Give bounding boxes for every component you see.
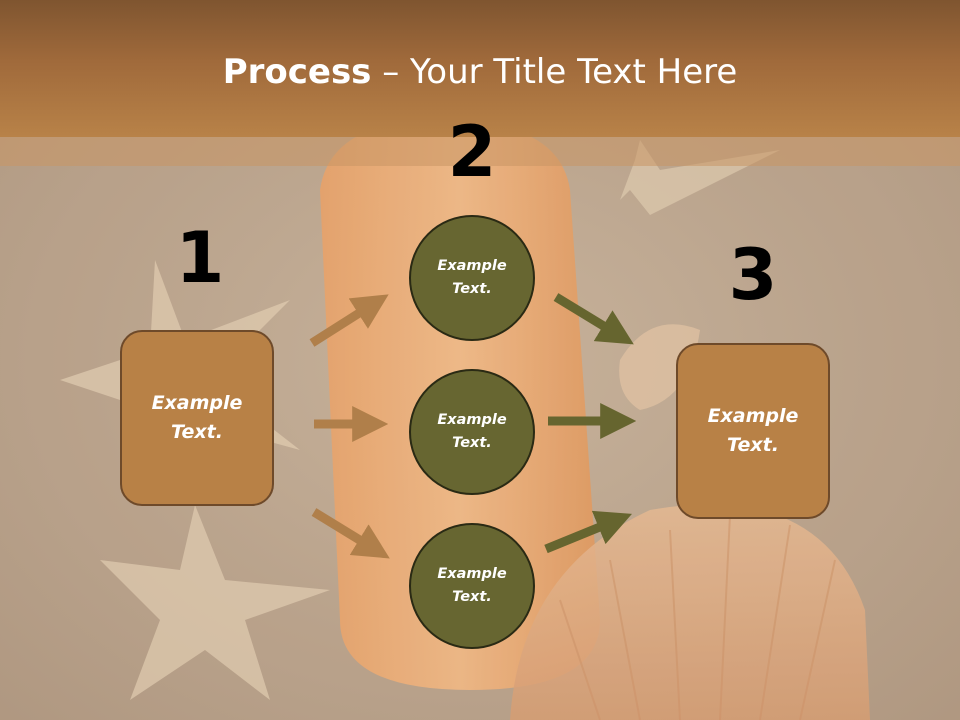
arrow-top-to-right — [553, 293, 634, 345]
left-process-box: Example Text. — [120, 330, 274, 506]
title-bold-part: Process — [222, 52, 372, 92]
circle-middle: Example Text. — [409, 369, 535, 495]
circle-bottom: Example Text. — [409, 523, 535, 649]
left-box-text: Example Text. — [151, 392, 243, 443]
circle-top-text: Example Text. — [437, 258, 507, 297]
arrow-bottom-to-right — [544, 510, 632, 554]
title-bar — [0, 0, 960, 137]
step-number-2: 2 — [447, 111, 497, 193]
arrow-left-to-bottom — [311, 508, 390, 559]
right-process-box: Example Text. — [676, 343, 830, 519]
starfish-shape — [100, 505, 330, 700]
title-regular-part: – Your Title Text Here — [371, 52, 738, 92]
step-number-1: 1 — [175, 217, 225, 299]
step-number-3: 3 — [728, 234, 778, 316]
circle-top: Example Text. — [409, 215, 535, 341]
slide-title: Process – Your Title Text Here — [0, 52, 960, 92]
circle-middle-text: Example Text. — [437, 412, 507, 451]
seashell-shape — [619, 324, 700, 410]
title-accent-strip — [0, 137, 960, 166]
circle-bottom-text: Example Text. — [437, 566, 507, 605]
arrow-left-to-top — [309, 294, 389, 347]
seashell-shape — [510, 504, 870, 720]
right-box-text: Example Text. — [707, 405, 799, 456]
